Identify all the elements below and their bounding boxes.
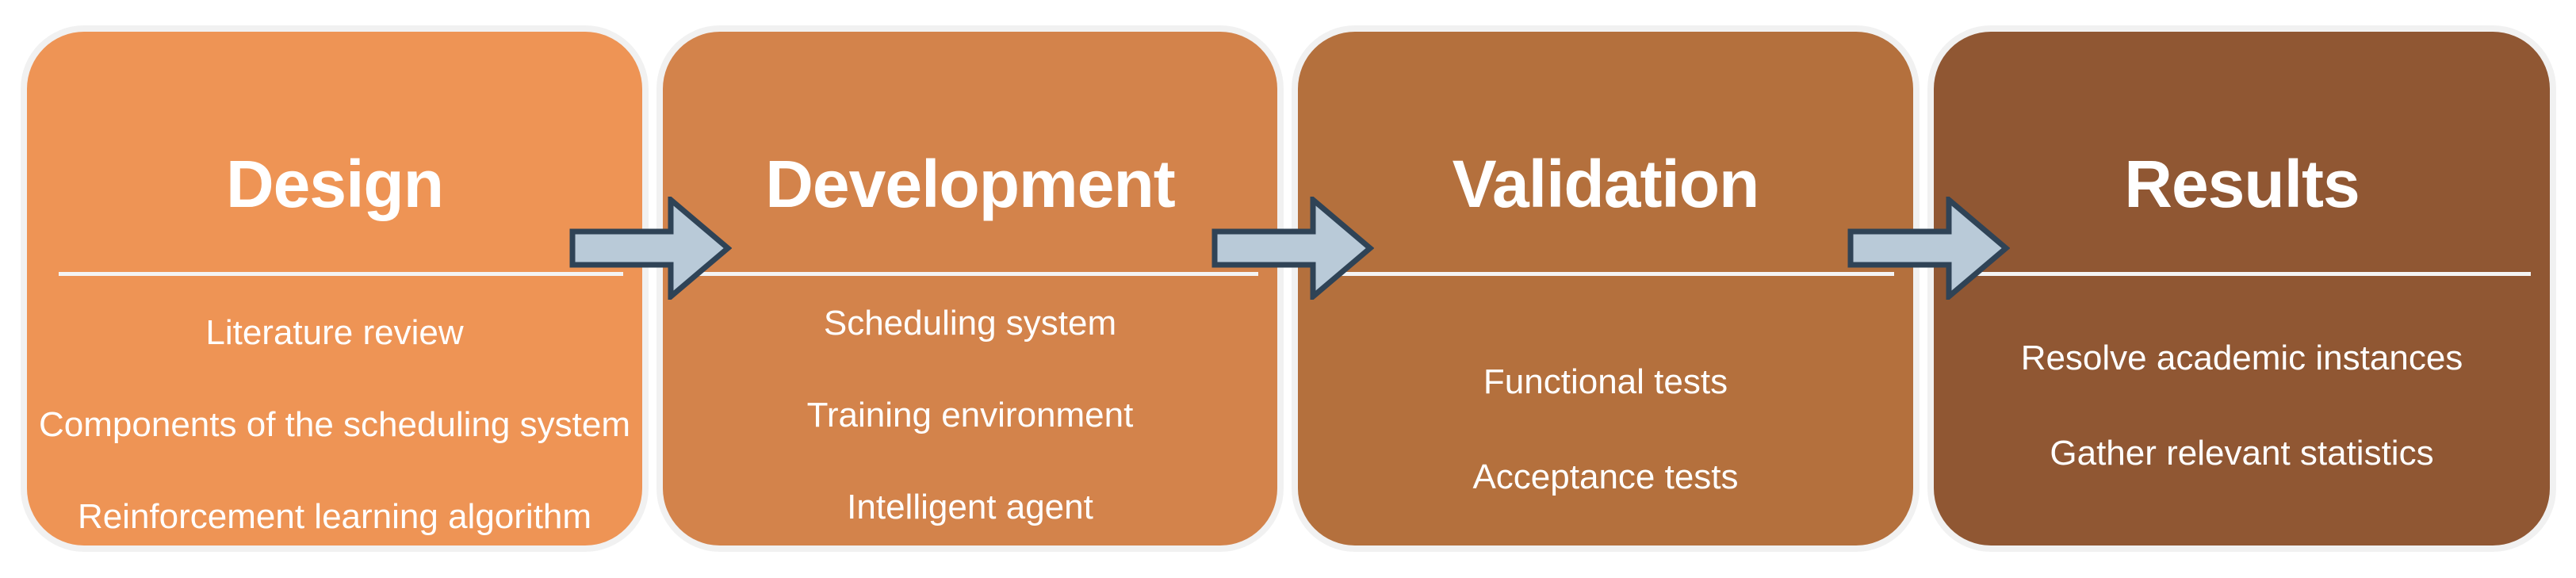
phase-divider (1965, 272, 2531, 276)
phase-item: Components of the scheduling system (39, 405, 630, 444)
phase-item: Literature review (205, 313, 464, 352)
phase-items-results: Resolve academic instances Gather releva… (1934, 341, 2550, 471)
phase-card-validation: Validation Functional tests Acceptance t… (1298, 32, 1913, 545)
right-arrow-icon (1847, 197, 2010, 300)
phase-card-development: Development Scheduling system Training e… (663, 32, 1277, 545)
right-arrow-icon (569, 197, 732, 300)
phase-divider (695, 272, 1258, 276)
phase-divider (1330, 272, 1894, 276)
phase-card-results: Results Resolve academic instances Gathe… (1934, 32, 2550, 545)
phase-items-design: Literature review Components of the sche… (27, 316, 642, 534)
phase-title-results: Results (2124, 147, 2360, 221)
phase-item: Scheduling system (823, 304, 1117, 343)
phase-item: Reinforcement learning algorithm (77, 497, 592, 536)
phase-divider (59, 272, 623, 276)
phase-items-validation: Functional tests Acceptance tests (1298, 365, 1913, 495)
phase-item: Acceptance tests (1472, 457, 1739, 496)
phase-card-design: Design Literature review Components of t… (27, 32, 642, 545)
phase-title-validation: Validation (1452, 147, 1760, 221)
right-arrow-icon (1211, 197, 1374, 300)
phase-item: Training environment (806, 396, 1134, 434)
phase-item: Resolve academic instances (2020, 339, 2463, 377)
phase-item: Intelligent agent (847, 488, 1093, 526)
phase-title-design: Design (225, 147, 444, 221)
phase-title-development: Development (765, 147, 1175, 221)
phase-items-development: Scheduling system Training environment I… (663, 306, 1277, 525)
phase-item: Gather relevant statistics (2050, 434, 2434, 473)
phase-item: Functional tests (1483, 362, 1728, 401)
